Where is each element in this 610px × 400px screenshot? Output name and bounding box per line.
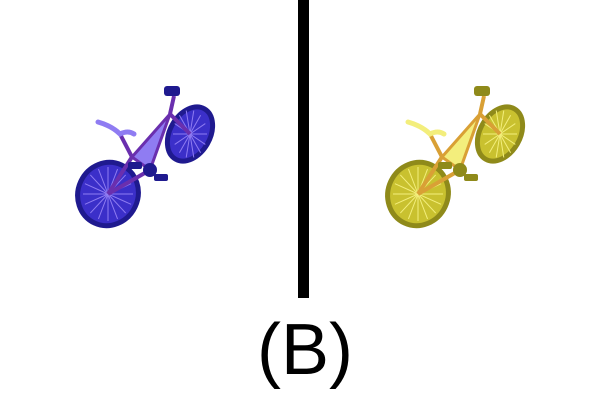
divider-line: [298, 0, 309, 298]
pedal: [128, 162, 142, 169]
stem: [118, 133, 134, 158]
fork: [478, 112, 502, 136]
front-spoke: [484, 133, 501, 145]
pedal: [438, 162, 452, 169]
chain-stay: [107, 168, 151, 196]
rear-spoke: [107, 193, 132, 205]
front-spoke: [189, 133, 195, 158]
bicycle-icon: [385, 86, 526, 229]
rear-spoke: [417, 193, 442, 205]
pedal: [464, 174, 478, 181]
rear-spoke: [399, 174, 419, 195]
front-spoke: [495, 110, 501, 135]
crank: [453, 163, 467, 177]
rear-spoke: [89, 174, 109, 195]
rear-spoke: [89, 193, 109, 214]
front-spoke: [499, 110, 505, 135]
rear-spoke: [84, 193, 109, 205]
front-spoke: [495, 133, 501, 158]
stem: [428, 133, 444, 158]
seat-stay: [416, 155, 444, 196]
front-spoke: [499, 133, 516, 145]
rear-spoke: [107, 193, 119, 220]
rear-spoke: [394, 193, 419, 205]
frame-triangle: [129, 113, 172, 173]
rear-spoke: [97, 193, 109, 220]
rear-spoke: [84, 183, 109, 195]
rear-spoke: [417, 193, 429, 220]
front-spoke: [499, 123, 516, 135]
front-spoke: [189, 133, 202, 154]
front-spoke: [185, 133, 191, 158]
seat-post: [168, 95, 176, 115]
front-spoke: [189, 114, 202, 135]
front-spoke: [185, 110, 191, 135]
rear-spoke: [417, 193, 437, 214]
front-spoke: [189, 133, 206, 145]
front-spoke: [189, 110, 195, 135]
rear-spoke: [97, 168, 109, 195]
front-spoke: [499, 133, 505, 158]
caption-label: (B): [257, 310, 353, 390]
chain-stay: [417, 168, 461, 196]
front-spoke: [178, 133, 191, 154]
seat-stay: [106, 155, 134, 196]
front-spoke: [488, 133, 501, 154]
fork: [168, 112, 192, 136]
rear-spoke: [399, 193, 419, 214]
pedal: [154, 174, 168, 181]
rear-spoke: [394, 183, 419, 195]
bicycle-icon: [75, 86, 216, 229]
front-spoke: [189, 123, 206, 135]
seat-post: [478, 95, 486, 115]
rear-spoke: [107, 193, 127, 214]
rear-spoke: [407, 168, 419, 195]
right-panel: [310, 0, 610, 300]
front-spoke: [174, 133, 191, 145]
handlebar: [95, 119, 137, 138]
rear-spoke: [407, 193, 419, 220]
front-spoke: [499, 114, 512, 135]
crank: [143, 163, 157, 177]
front-spoke: [499, 133, 512, 154]
left-panel: [0, 0, 300, 300]
saddle: [474, 86, 490, 96]
saddle: [164, 86, 180, 96]
handlebar: [405, 119, 447, 138]
frame-triangle: [439, 113, 482, 173]
